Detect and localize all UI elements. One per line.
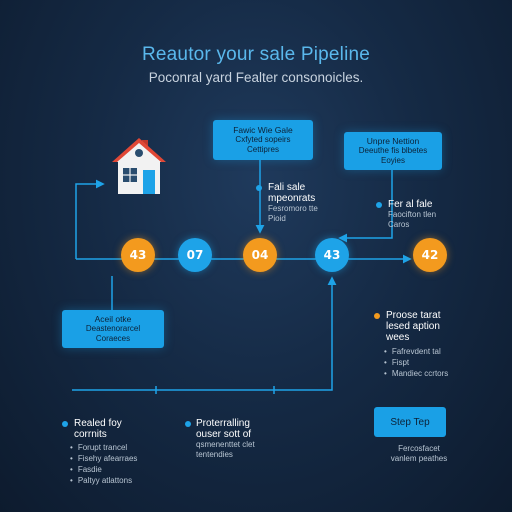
step-caption-line: vanlem peathes bbox=[390, 454, 448, 463]
right-note: Fer al fale Faocifton tlen Caros bbox=[388, 199, 458, 230]
center-note-line: mpeonrats bbox=[268, 193, 316, 204]
pipeline-node-1[interactable]: 43 bbox=[121, 238, 155, 272]
pipeline-node-2[interactable]: 07 bbox=[178, 238, 212, 272]
bottom-center-line: tentendies bbox=[196, 450, 233, 459]
right-list-heading-line: lesed aption bbox=[386, 321, 440, 332]
right-list-heading-line: Proose tarat bbox=[386, 310, 441, 321]
step-caption: Fercosfacet vanlem peathes bbox=[374, 444, 464, 464]
top-center-box-heading: Fawic Wie Gale bbox=[233, 125, 293, 135]
step-button[interactable]: Step Tep bbox=[374, 407, 446, 437]
pipeline-node-3[interactable]: 04 bbox=[243, 238, 277, 272]
left-mid-box-heading: Aceil otke bbox=[94, 314, 132, 324]
left-mid-box-line: Coraeces bbox=[95, 334, 131, 343]
top-center-box-line: Cxfyted sopeirs bbox=[235, 135, 291, 144]
right-note-bullet bbox=[376, 202, 382, 208]
right-list-heading: Proose tarat lesed aption wees bbox=[386, 310, 466, 343]
center-note-line: Fesromoro tte bbox=[268, 204, 318, 213]
step-caption-line: Fercosfacet bbox=[398, 444, 440, 453]
list-item: Fasdie bbox=[70, 464, 170, 475]
center-note-heading: Fali sale bbox=[268, 182, 306, 193]
list-item: Fispt bbox=[384, 357, 474, 368]
center-note-line: Pioid bbox=[268, 214, 286, 223]
bottom-left-heading-line: Realed foy bbox=[74, 418, 122, 429]
house-icon bbox=[108, 132, 170, 196]
bottom-left-heading-line: corrnits bbox=[74, 429, 107, 440]
top-center-box[interactable]: Fawic Wie Gale Cxfyted sopeirs Cettipres bbox=[213, 120, 313, 160]
bottom-left-heading: Realed foy corrnits bbox=[74, 418, 154, 440]
list-item: Paltyy atlattons bbox=[70, 475, 170, 486]
top-right-box[interactable]: Unpre Nettion Deeuthe fis blbetes Eoyies bbox=[344, 132, 442, 170]
house-connector bbox=[75, 179, 105, 259]
center-note: Fali sale mpeonrats Fesromoro tte Pioid bbox=[268, 182, 338, 224]
left-mid-box[interactable]: Aceil otke Deastenorarcel Coraeces bbox=[62, 310, 164, 348]
bottom-center-heading-line: Proterralling bbox=[196, 418, 250, 429]
top-right-box-line: Deeuthe fis blbetes bbox=[358, 146, 428, 155]
top-center-box-line: Cettipres bbox=[246, 145, 279, 154]
page-title: Reautor your sale Pipeline bbox=[141, 44, 371, 65]
right-list-bullet bbox=[374, 313, 380, 319]
right-list: Fafrevdent tal Fispt Mandiec ccrtors bbox=[384, 346, 474, 379]
page-subtitle: Poconral yard Fealter consonoicles. bbox=[148, 70, 364, 85]
bottom-left-list: Forupt trancel Fisehy afearraes Fasdie P… bbox=[70, 442, 170, 486]
list-item: Fafrevdent tal bbox=[384, 346, 474, 357]
bottom-center: Proterralling ouser sott of qsmenenttet … bbox=[196, 418, 286, 460]
top-right-box-line: Eoyies bbox=[380, 156, 405, 165]
pipeline-node-4[interactable]: 43 bbox=[315, 238, 349, 272]
left-mid-box-line: Deastenorarcel bbox=[85, 324, 141, 333]
bottom-center-bullet bbox=[185, 421, 191, 427]
list-item: Mandiec ccrtors bbox=[384, 368, 474, 379]
right-note-heading: Fer al fale bbox=[388, 199, 433, 210]
top-right-box-heading: Unpre Nettion bbox=[366, 136, 420, 146]
center-note-bullet bbox=[256, 185, 262, 191]
bottom-left-bullet bbox=[62, 421, 68, 427]
list-item: Fisehy afearraes bbox=[70, 453, 170, 464]
right-list-heading-line: wees bbox=[386, 332, 410, 343]
bottom-center-line: qsmenenttet clet bbox=[196, 440, 255, 449]
bottom-center-heading-line: ouser sott of bbox=[196, 429, 252, 440]
right-note-line: Faocifton tlen bbox=[388, 210, 437, 219]
bottom-connector bbox=[72, 276, 337, 391]
pipeline-node-5[interactable]: 42 bbox=[413, 238, 447, 272]
list-item: Forupt trancel bbox=[70, 442, 170, 453]
top-right-connector bbox=[338, 160, 393, 243]
right-note-line: Caros bbox=[388, 220, 410, 229]
